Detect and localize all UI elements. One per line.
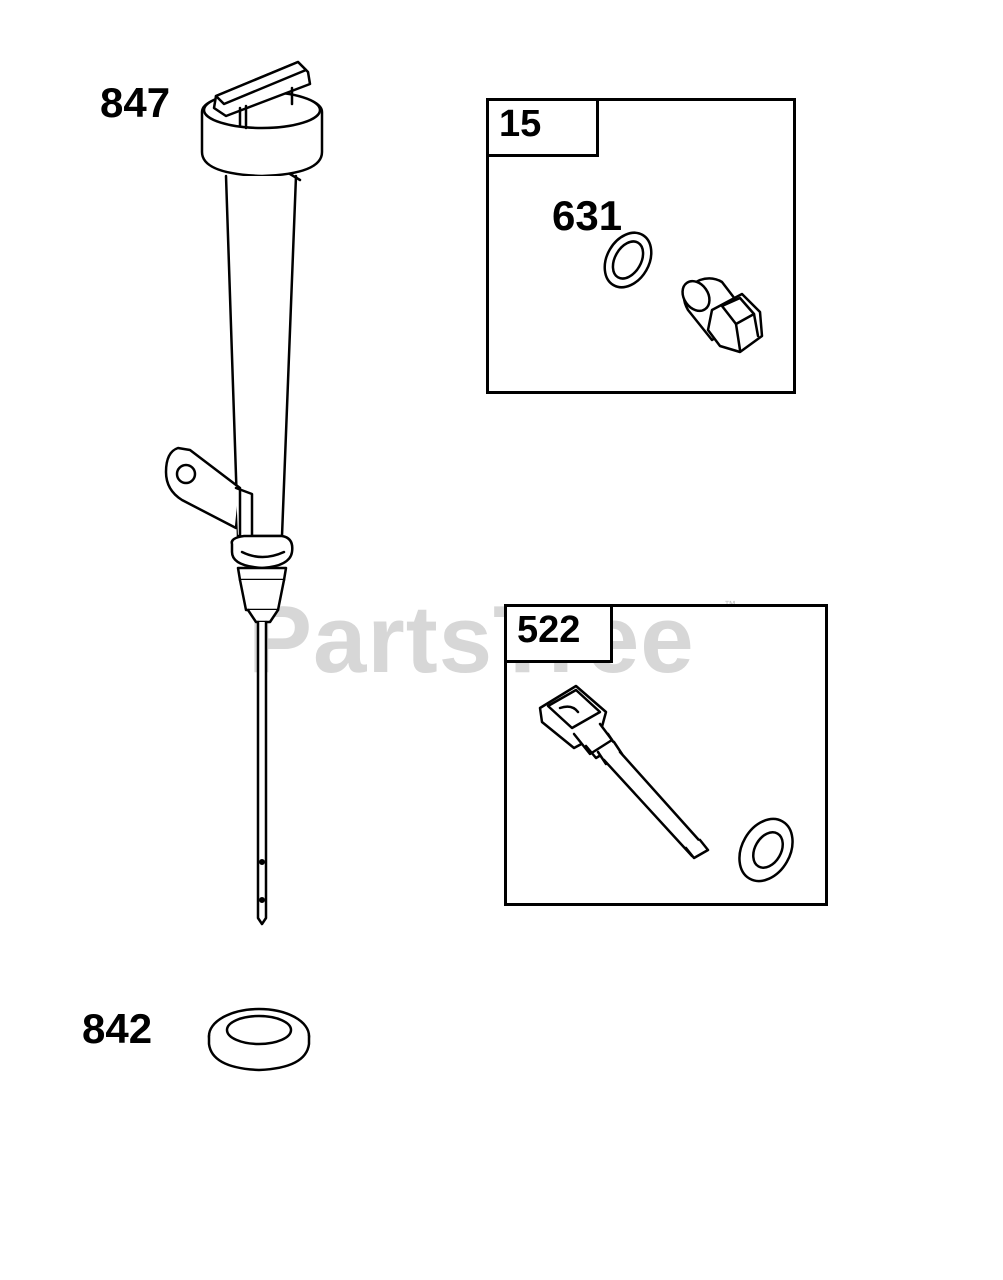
kit-label-15: 15 — [499, 103, 542, 145]
oil-fill-washer — [738, 817, 794, 883]
tube-grommet — [230, 534, 294, 570]
kit-tab-522: 522 — [507, 607, 613, 663]
dipstick-tube — [224, 174, 298, 538]
watermark: PartsTree — [248, 586, 695, 693]
kit-tab-15: 15 — [489, 101, 599, 157]
part-label-842: 842 — [82, 1005, 153, 1052]
drain-plug — [681, 277, 764, 354]
part-label-847: 847 — [100, 79, 171, 126]
oil-fill-dipstick — [538, 684, 710, 860]
kit-label-522: 522 — [517, 609, 581, 651]
dipstick-rod — [256, 620, 268, 926]
kit-box-15: 15 — [486, 98, 796, 394]
mounting-bracket — [164, 446, 242, 530]
dipstick-tube-assembly — [164, 60, 324, 926]
drain-plug-washer-631 — [603, 231, 653, 289]
tube-seal — [236, 566, 288, 582]
gasket-842 — [207, 1007, 311, 1072]
part-label-631: 631 — [552, 192, 623, 239]
kit-box-522: 522 — [504, 604, 828, 906]
